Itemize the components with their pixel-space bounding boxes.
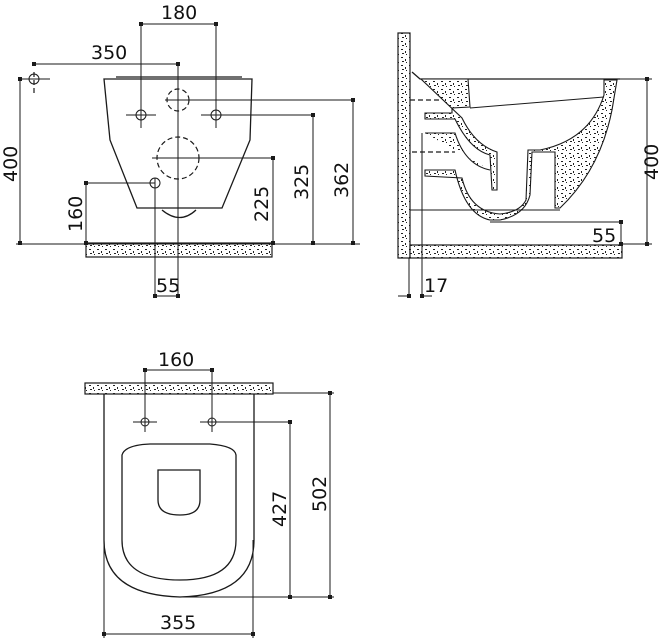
dim-362: 362 — [331, 162, 353, 198]
dim-225: 225 — [251, 186, 273, 222]
dim-325: 325 — [291, 164, 313, 200]
dim-160-top: 160 — [158, 349, 194, 371]
bowl-outline — [103, 78, 253, 209]
side-view: 400 55 17 — [397, 32, 663, 298]
top-view: 160 502 427 355 — [84, 349, 334, 638]
dim-17: 17 — [424, 275, 448, 297]
dim-55-side: 55 — [592, 225, 616, 247]
dim-400-front: 400 — [0, 146, 22, 182]
dim-400-side: 400 — [641, 144, 663, 180]
outlet-curve — [161, 209, 197, 219]
dim-355: 355 — [160, 612, 196, 634]
dim-502: 502 — [309, 476, 331, 512]
trap-section — [424, 79, 618, 221]
floor-slab — [409, 244, 623, 259]
seat-outline — [121, 443, 237, 581]
wall — [397, 32, 411, 259]
bowl-section — [419, 78, 498, 191]
bowl-outline-top — [103, 394, 255, 598]
dim-350: 350 — [91, 42, 127, 64]
seat-opening — [157, 469, 201, 516]
front-view: 180 350 400 160 225 325 362 55 — [0, 2, 360, 298]
dim-160-front: 160 — [65, 196, 87, 232]
dim-427: 427 — [269, 491, 291, 527]
floor-slab — [85, 242, 273, 258]
dim-180: 180 — [161, 2, 197, 24]
dim-55-front: 55 — [156, 275, 180, 297]
wall-slab — [84, 382, 274, 395]
